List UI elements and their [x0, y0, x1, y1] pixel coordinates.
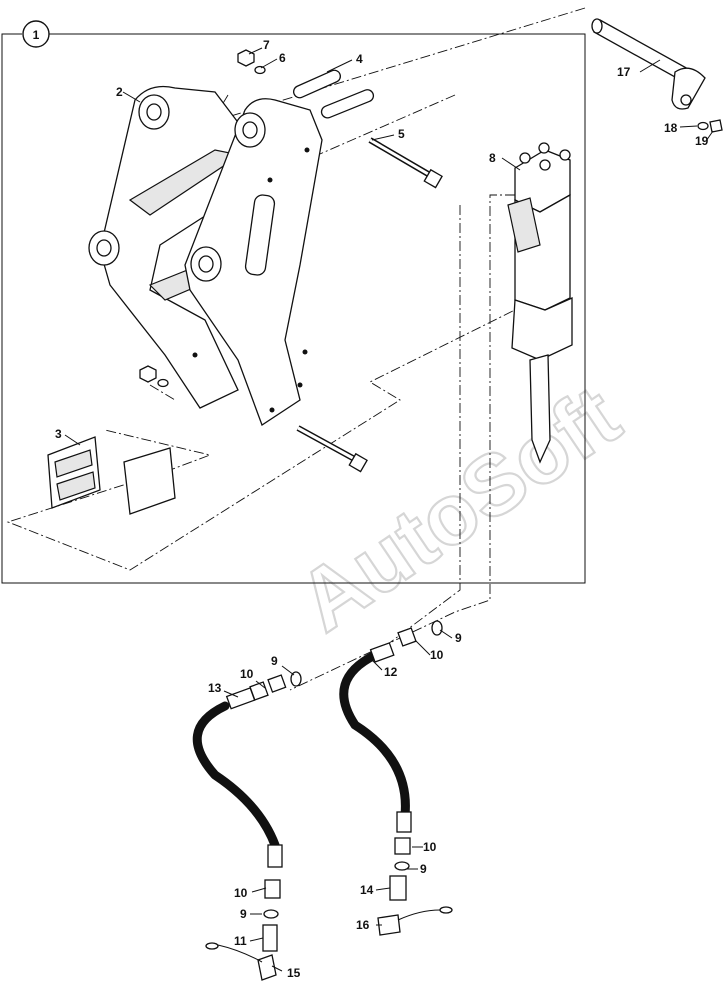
- callout-8: 8: [489, 151, 496, 165]
- bracket-plates: [88, 85, 323, 426]
- callout-7: 7: [263, 38, 270, 52]
- breaker-hammer: [507, 142, 573, 464]
- group-number: 1: [33, 28, 40, 42]
- callout-4: 4: [356, 52, 363, 66]
- callout-14: 14: [360, 883, 374, 897]
- callout-12: 12: [384, 665, 398, 679]
- hose-assembly-left: [192, 671, 302, 981]
- callout-leaders: [64, 47, 714, 972]
- callout-17: 17: [617, 65, 631, 79]
- callout-10-b: 10: [240, 667, 254, 681]
- callout-3: 3: [55, 427, 62, 441]
- cover-plates: [47, 436, 176, 515]
- callout-16: 16: [356, 918, 370, 932]
- callout-9-d: 9: [240, 907, 247, 921]
- callout-18: 18: [664, 121, 678, 135]
- callout-5: 5: [398, 127, 405, 141]
- callout-6: 6: [279, 51, 286, 65]
- pins-and-bolts: [139, 49, 443, 473]
- callout-2: 2: [116, 85, 123, 99]
- mounting-pin: [591, 18, 723, 133]
- callout-15: 15: [287, 966, 301, 980]
- callout-9-c: 9: [420, 862, 427, 876]
- callout-19: 19: [695, 134, 709, 148]
- callout-11: 11: [234, 934, 247, 948]
- callout-10-d: 10: [234, 886, 248, 900]
- callout-10-a: 10: [430, 648, 444, 662]
- callout-labels: 2 3 4 5 6 7 8 9 9 9 9 10 10 10 10 11 12 …: [55, 38, 709, 980]
- group-frame: 1: [1, 20, 586, 584]
- callout-9-a: 9: [455, 631, 462, 645]
- callout-10-c: 10: [423, 840, 437, 854]
- callout-13: 13: [208, 681, 222, 695]
- callout-9-b: 9: [271, 654, 278, 668]
- watermark: AutoSoft: [282, 368, 637, 651]
